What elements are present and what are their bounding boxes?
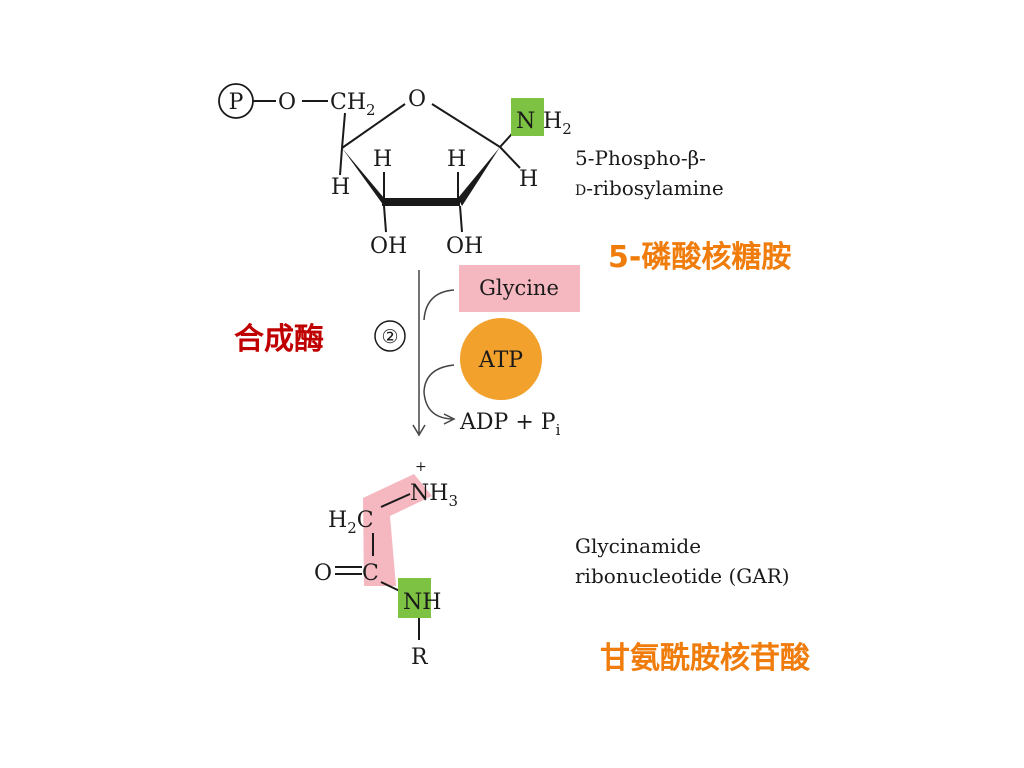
- bond-c4-h: [339, 147, 343, 176]
- carbonyl-o-label: O: [314, 561, 332, 586]
- byproduct-label: ADP + Pi: [459, 410, 561, 439]
- gar-structure: + NH3 H2C O C NH R: [314, 459, 458, 670]
- nh-label: NH: [403, 590, 441, 615]
- product-name-line1: Glycinamide: [575, 534, 701, 558]
- bond-ch2-nh3: [380, 493, 411, 508]
- step-number-circle: [374, 320, 406, 352]
- oh-right-label: OH: [446, 234, 483, 259]
- ch2-label: CH2: [330, 90, 376, 119]
- product-chinese-name: 甘氨酰胺核苷酸: [600, 641, 811, 676]
- h-c2-label: H: [447, 147, 466, 172]
- glycine-label: Glycine: [479, 276, 559, 300]
- glycine-box: [459, 265, 580, 312]
- product-name-line2: ribonucleotide (GAR): [575, 564, 790, 588]
- bond-ring-o-c1: [431, 103, 501, 148]
- reactant-name-line2: D-ribosylamine: [575, 176, 724, 200]
- bond-ch2-c4: [341, 112, 346, 149]
- charge-plus: +: [415, 459, 427, 475]
- carbonyl-c-label: C: [362, 561, 379, 586]
- o-link-label: O: [278, 90, 296, 115]
- r-group-label: R: [411, 645, 429, 670]
- amine-h2-label: H2: [543, 109, 572, 138]
- step-number-label: ②: [381, 326, 398, 348]
- oh-left-label: OH: [370, 234, 407, 259]
- atp-label: ATP: [478, 348, 523, 373]
- atp-circle: [460, 318, 542, 400]
- h-c1-label: H: [519, 167, 538, 192]
- ribosylamine-structure: P O CH2 O H H H H N H2 OH OH: [218, 83, 572, 259]
- h2c-label: H2C: [328, 508, 374, 537]
- reactant-name-line1: 5-Phospho-β-: [575, 146, 706, 170]
- wedge-c4-c3: [342, 148, 384, 206]
- h-c4-label: H: [331, 175, 350, 200]
- amine-n-highlight: [511, 98, 544, 136]
- bond-c2-oh: [459, 205, 463, 233]
- bond-c1-h: [499, 146, 521, 169]
- ring-o-label: O: [408, 87, 426, 112]
- enzyme-chinese-name: 合成酶: [234, 322, 324, 357]
- wedge-c1-c2: [458, 147, 500, 206]
- reactant-chinese-name: 5-磷酸核糖胺: [608, 240, 791, 275]
- reaction-arrow-group: [412, 270, 456, 437]
- glycine-input-curve: [423, 289, 455, 321]
- nh3-label: NH3: [410, 481, 458, 510]
- bond-c4-ring-o: [341, 103, 406, 149]
- main-arrow-head: [412, 424, 426, 437]
- bold-bond-c3-c2: [382, 198, 460, 206]
- h-c3-label: H: [373, 147, 392, 172]
- amide-n-highlight: [398, 578, 431, 618]
- phosphate-label: P: [229, 90, 244, 115]
- atp-adp-curve: [423, 364, 455, 420]
- bond-c3-oh: [383, 205, 387, 233]
- amine-n-label: N: [516, 109, 535, 134]
- glycyl-highlight: [363, 474, 432, 586]
- adp-arrow-head: [443, 413, 456, 425]
